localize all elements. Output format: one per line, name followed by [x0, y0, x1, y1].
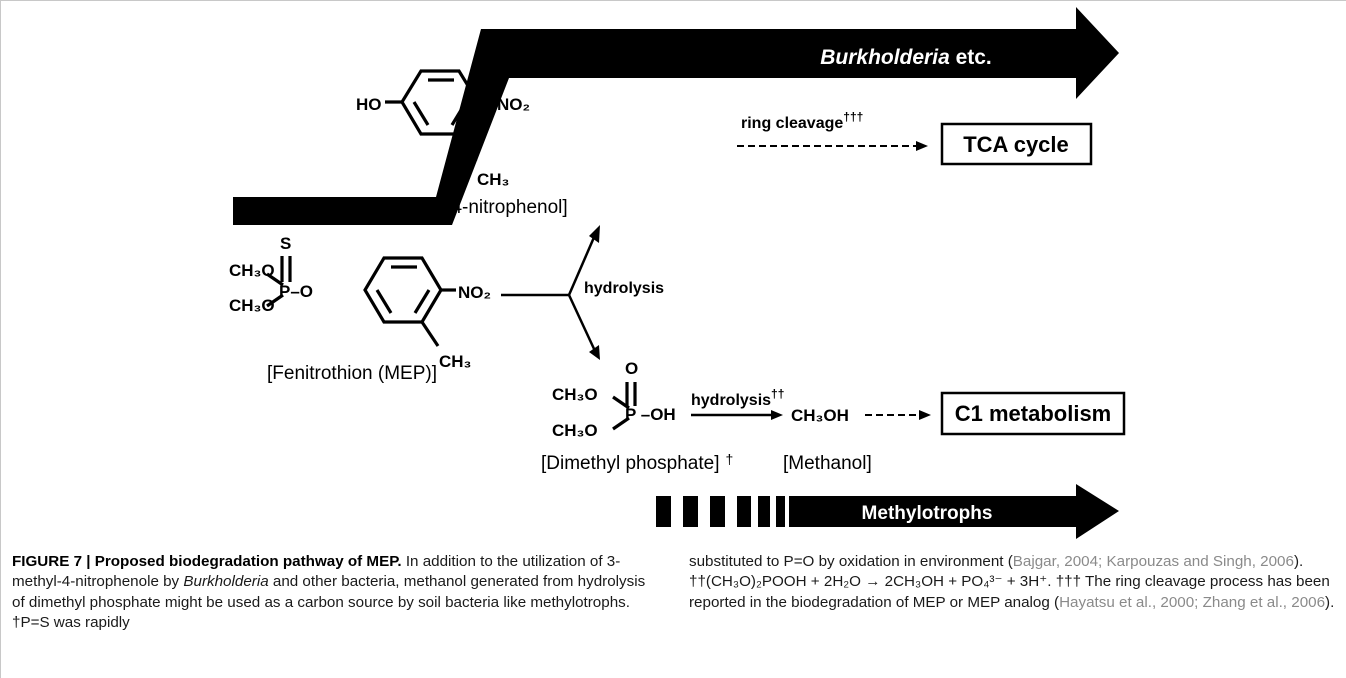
hydrolysis-label: hydrolysis — [584, 280, 664, 297]
dimethyl-phosphate-structure — [612, 382, 637, 431]
methanol-caption: [Methanol] — [783, 453, 872, 474]
nitrophenol-caption: [3-methyl-4-nitrophenol] — [367, 197, 568, 218]
nitrophenol-ch3: CH₃ — [477, 170, 509, 189]
c1-metabolism-label: C1 metabolism — [955, 401, 1112, 426]
pathway-diagram: Burkholderia etc. HO NO₂ CH₃ [3-methyl-4… — [229, 7, 1126, 539]
tca-cycle-box — [940, 122, 1093, 166]
dimethyl-phosphate-ch3o-2: CH₃O — [552, 421, 598, 440]
methanol-formula: CH₃OH — [791, 406, 849, 425]
fenitrothion-ch3: CH₃ — [439, 352, 471, 371]
dimethyl-phosphate-o: O — [625, 359, 638, 378]
figure-caption-right: substituted to P=O by oxidation in envir… — [689, 553, 1335, 611]
methylotrophs-arrow — [656, 484, 1119, 539]
citation-link[interactable]: Bajgar, 2004; Karpouzas and Singh, 2006 — [1012, 553, 1294, 570]
dimethyl-phosphate-p-oh: P –OH — [625, 405, 676, 424]
reaction-equation: ††(CH₃O)₂POOH + 2H₂O → 2CH₃OH + PO₄³⁻ + … — [689, 573, 1052, 591]
figure-caption-left: FIGURE 7 | Proposed biodegradation pathw… — [12, 553, 646, 632]
tca-cycle-label: TCA cycle — [963, 132, 1069, 157]
fenitrothion-ch3o-1: CH₃O — [229, 261, 275, 280]
hydrolysis-branch-arrows — [501, 234, 597, 352]
fenitrothion-p-o: P–O — [279, 282, 313, 301]
hydrolysis2-label: hydrolysis†† — [691, 387, 784, 409]
dimethyl-phosphate-caption: [Dimethyl phosphate]† — [541, 451, 733, 474]
methylotrophs-label: Methylotrophs — [862, 503, 993, 524]
dimethyl-phosphate-ch3o-1: CH₃O — [552, 385, 598, 404]
nitrophenol-no2: NO₂ — [497, 95, 530, 114]
fenitrothion-ch3o-2: CH₃O — [229, 296, 275, 315]
nitrophenol-structure — [385, 69, 494, 162]
fenitrothion-caption: [Fenitrothion (MEP)] — [267, 363, 437, 384]
fenitrothion-no2: NO₂ — [458, 283, 491, 302]
burkholderia-label: Burkholderia etc. — [820, 46, 992, 69]
fenitrothion-structure — [266, 256, 456, 347]
citation-link[interactable]: Hayatsu et al., 2000; Zhang et al., 2006 — [1059, 593, 1326, 611]
burkholderia-arrow — [233, 7, 1119, 225]
fenitrothion-s: S — [280, 234, 291, 253]
figure-caption-title: FIGURE 7 | Proposed biodegradation pathw… — [12, 553, 402, 570]
nitrophenol-ho: HO — [356, 95, 382, 114]
ring-cleavage-label: ring cleavage††† — [741, 110, 863, 132]
c1-metabolism-box — [940, 391, 1126, 436]
